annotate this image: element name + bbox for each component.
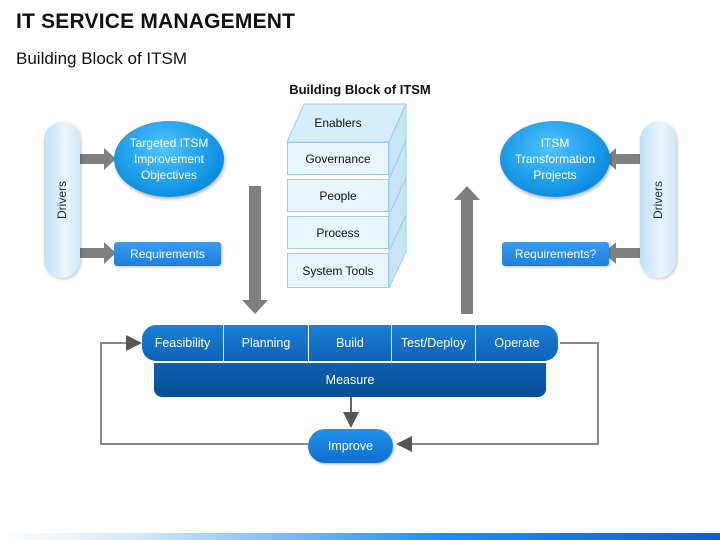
drivers-right: Drivers	[640, 122, 676, 278]
drivers-left: Drivers	[44, 122, 80, 278]
phase-build: Build	[309, 325, 392, 361]
objective-line-1: Targeted ITSM	[129, 136, 209, 150]
layer-enablers: Enablers	[314, 116, 362, 130]
project-line-1: ITSM	[540, 136, 570, 150]
loop-line-right	[396, 342, 599, 452]
loop-line-left	[100, 335, 308, 445]
phase-test-deploy: Test/Deploy	[392, 325, 476, 361]
project-line-2: Transformation	[514, 152, 596, 166]
phase-planning: Planning	[224, 325, 309, 361]
driver-arrow-right-bottom	[604, 242, 640, 264]
objectives-circle: Targeted ITSM Improvement Objectives	[114, 121, 224, 197]
phase-operate: Operate	[476, 325, 558, 361]
project-line-3: Projects	[533, 168, 577, 182]
up-arrow	[454, 186, 480, 314]
objective-line-3: Objectives	[140, 168, 197, 182]
layer-people: People	[287, 179, 389, 212]
block-heading: Building Block of ITSM	[289, 82, 431, 97]
page-subtitle: Building Block of ITSM	[16, 49, 188, 68]
drivers-right-label: Drivers	[651, 181, 665, 219]
layer-system-tools: System Tools	[287, 253, 389, 288]
down-arrow	[242, 186, 268, 314]
objective-line-2: Improvement	[133, 152, 204, 166]
drivers-left-label: Drivers	[55, 181, 69, 219]
requirements-left: Requirements	[114, 242, 221, 266]
improve-node: Improve	[308, 429, 393, 463]
layer-process: Process	[287, 216, 389, 249]
projects-circle: ITSM Transformation Projects	[500, 121, 610, 197]
page-title: IT SERVICE MANAGEMENT	[16, 10, 296, 33]
driver-arrow-right-top	[604, 148, 640, 170]
phase-feasibility: Feasibility	[142, 325, 224, 361]
driver-arrow-left-bottom	[80, 242, 116, 264]
measure-bar: Measure	[154, 363, 546, 397]
layer-governance: Governance	[287, 142, 389, 175]
footer-stripe	[0, 533, 720, 540]
driver-arrow-left-top	[80, 148, 116, 170]
requirements-right: Requirements?	[502, 242, 609, 266]
